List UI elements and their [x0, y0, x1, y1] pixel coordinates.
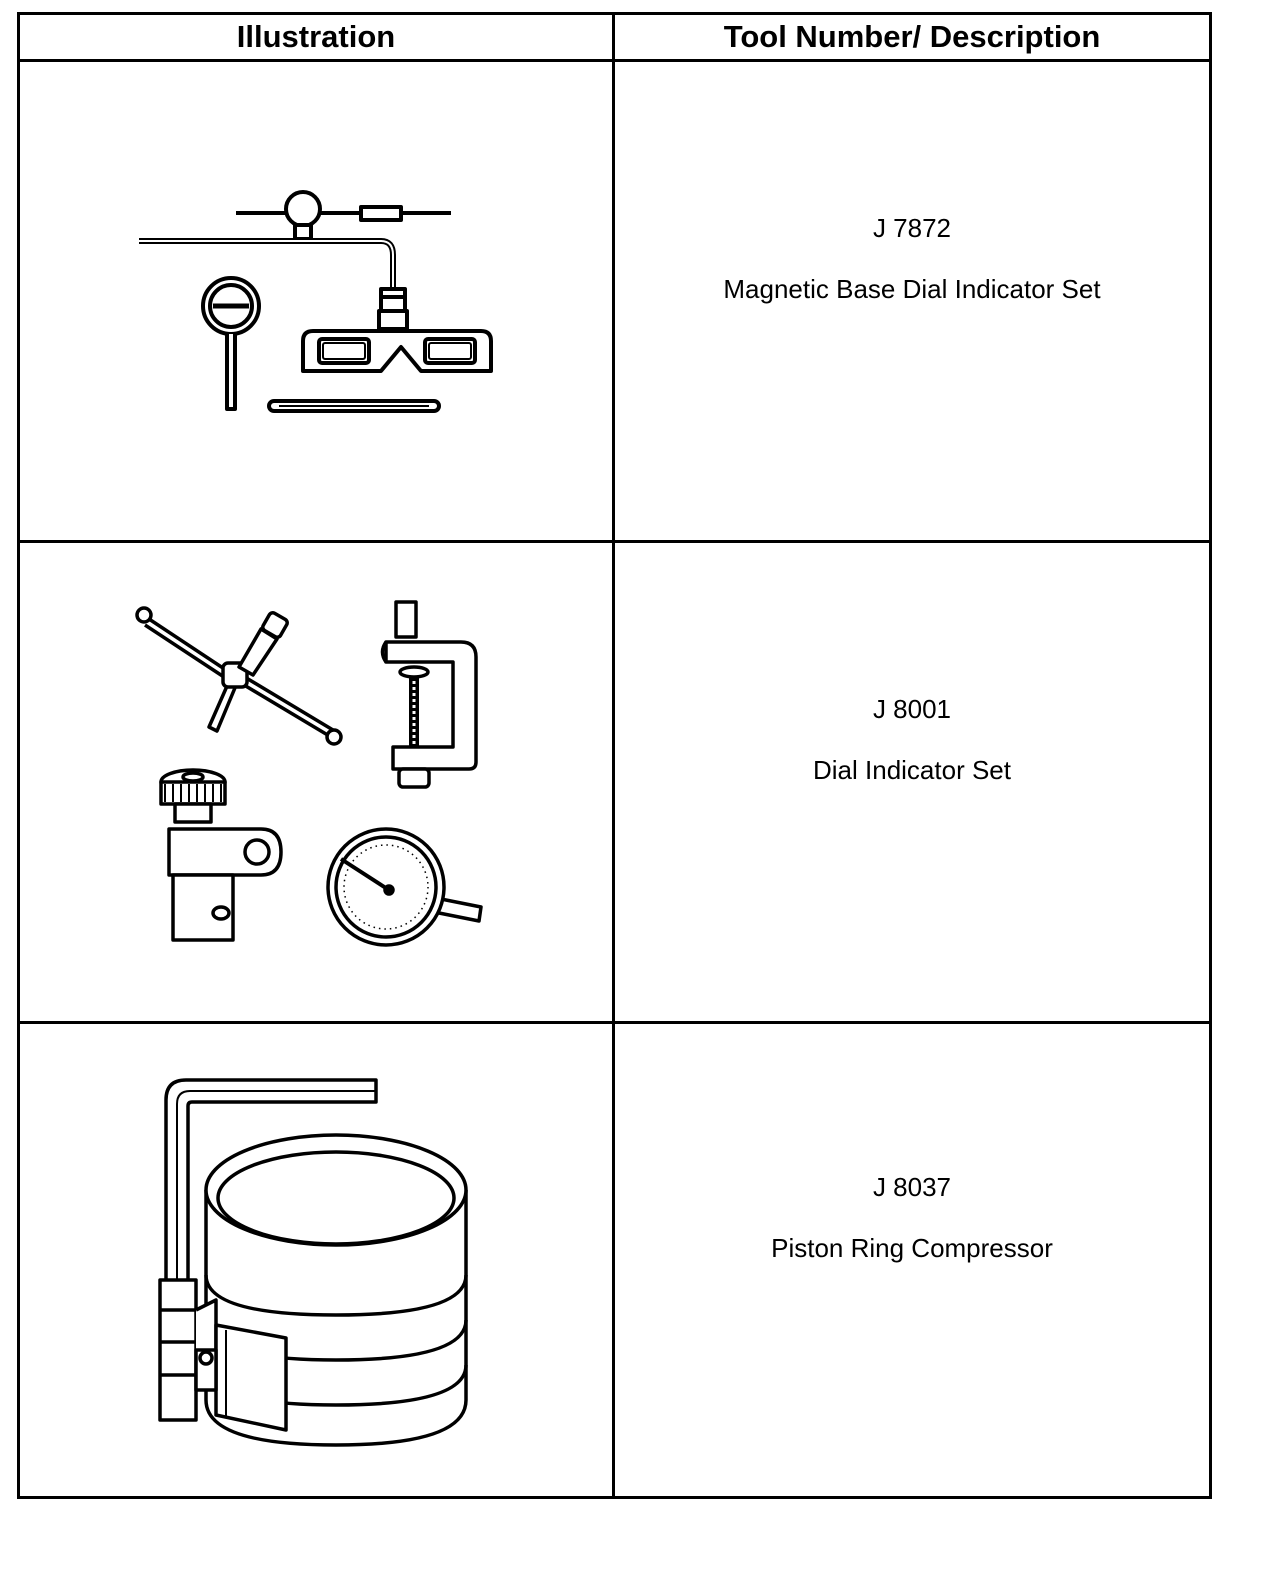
table-row: J 7872 Magnetic Base Dial Indicator Set — [17, 59, 1212, 543]
table-row: J 8037 Piston Ring Compressor — [17, 1021, 1212, 1499]
piston-ring-compressor-icon — [158, 1078, 468, 1447]
tool-number: J 7872 — [872, 213, 952, 243]
header-tool: Tool Number/ Description — [612, 12, 1212, 62]
table-row: J 8001 Dial Indicator Set — [17, 540, 1212, 1024]
tool-description: Piston Ring Compressor — [771, 1233, 1053, 1263]
description-cell: J 7872 Magnetic Base Dial Indicator Set — [612, 59, 1212, 543]
dial-indicator-set-icon — [135, 600, 483, 947]
header-illustration: Illustration — [17, 12, 615, 62]
header-row: Illustration Tool Number/ Description — [17, 12, 1212, 62]
tool-description: Magnetic Base Dial Indicator Set — [723, 274, 1101, 304]
illustration-cell — [17, 1021, 615, 1499]
tool-table: Illustration Tool Number/ Description — [17, 12, 1212, 1499]
illustration-cell — [17, 59, 615, 543]
tool-number: J 8001 — [872, 694, 952, 724]
magnetic-base-dial-indicator-icon — [139, 190, 493, 413]
description-cell: J 8001 Dial Indicator Set — [612, 540, 1212, 1024]
illustration-cell — [17, 540, 615, 1024]
tool-description: Dial Indicator Set — [813, 755, 1011, 785]
tool-number: J 8037 — [872, 1172, 952, 1202]
description-cell: J 8037 Piston Ring Compressor — [612, 1021, 1212, 1499]
